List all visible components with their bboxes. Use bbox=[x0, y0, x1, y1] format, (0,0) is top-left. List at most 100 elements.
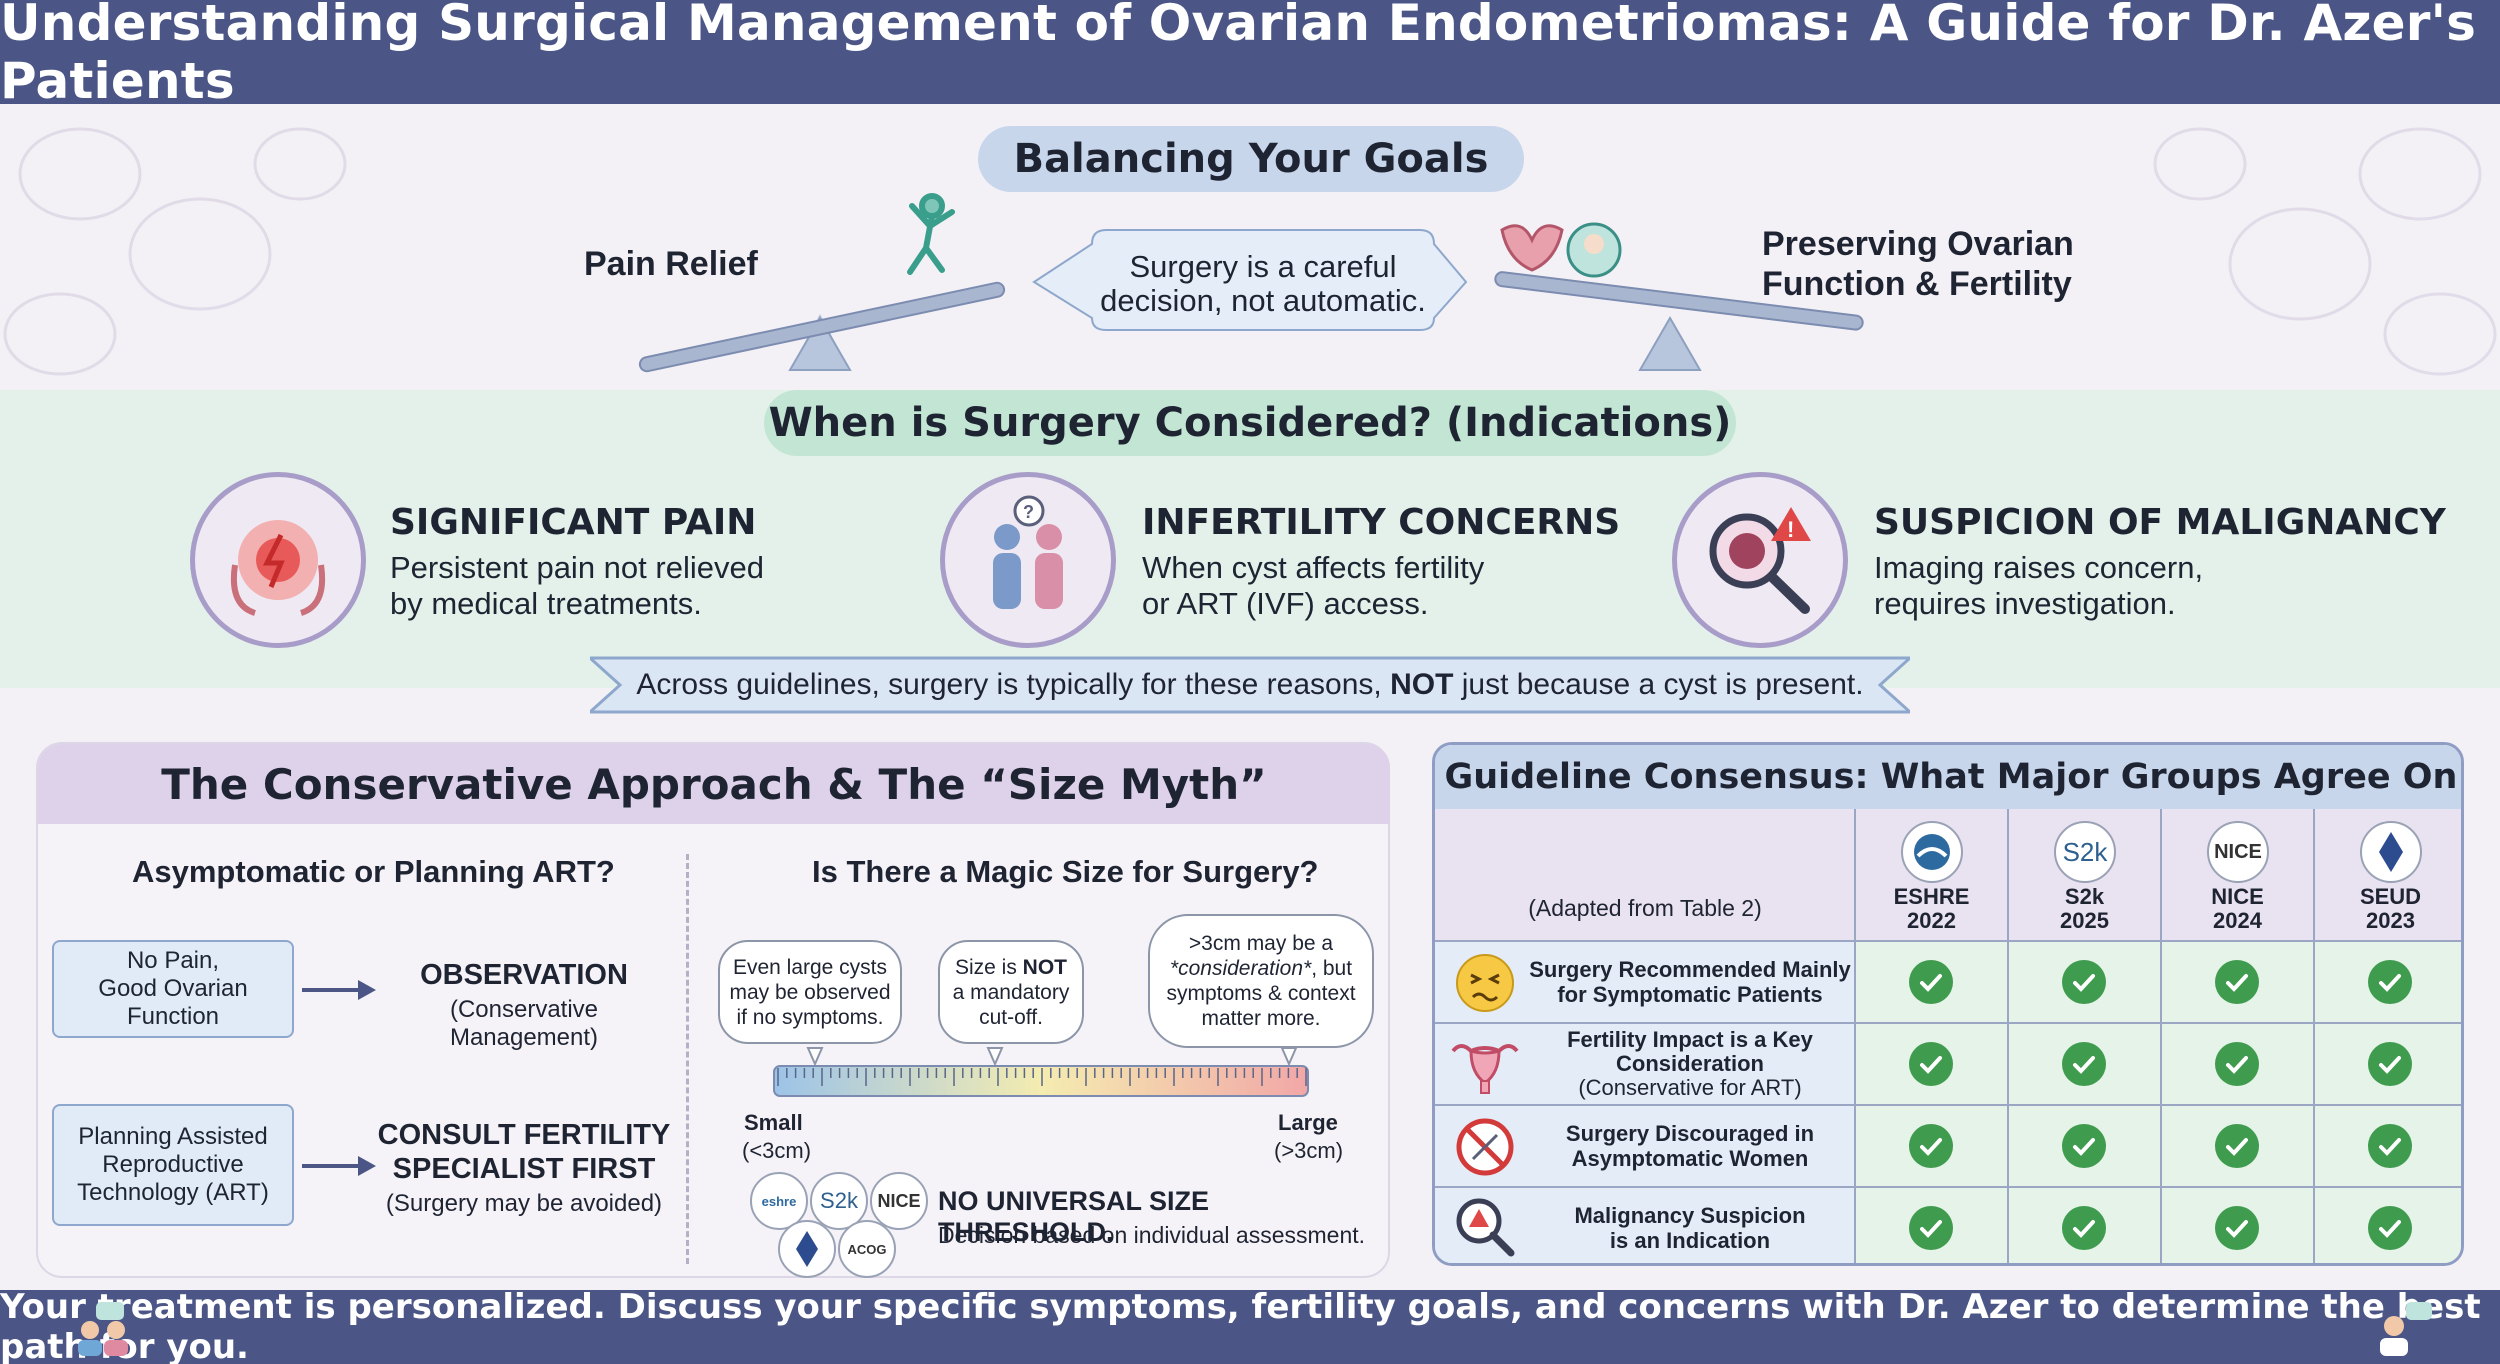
guideline-banner-text: Across guidelines, surgery is typically … bbox=[590, 654, 1910, 716]
arrow-right-icon bbox=[302, 980, 376, 1000]
column-nice-name: NICE bbox=[2211, 884, 2264, 909]
guideline-banner-shape bbox=[590, 656, 1910, 714]
bubble3-line2-italic: *consideration* bbox=[1169, 957, 1312, 980]
column-seud-name: SEUD bbox=[2359, 884, 2422, 909]
banner-text-pre: Across guidelines, surgery is typically … bbox=[636, 668, 1391, 701]
seud-column-logo-icon bbox=[2360, 821, 2422, 883]
column-s2k-name: S2k bbox=[2064, 884, 2105, 909]
uterus-baby-icon bbox=[1496, 216, 1624, 280]
consensus-heading: Guideline Consensus: What Major Groups A… bbox=[1435, 745, 2461, 809]
no-pain-box-line2: Good Ovarian Function bbox=[98, 975, 248, 1030]
column-s2k: S2k 2025 bbox=[2008, 885, 2161, 933]
check-icon bbox=[1909, 1042, 1953, 1086]
row3-line2: is an Indication bbox=[1609, 1228, 1771, 1253]
row0-line2: for Symptomatic Patients bbox=[1557, 982, 1823, 1007]
nice-column-logo-icon: NICE bbox=[2207, 821, 2269, 883]
bubble2-line1-bold: NOT bbox=[1022, 955, 1067, 979]
svg-text:!: ! bbox=[1787, 517, 1794, 542]
check-icon bbox=[2215, 1124, 2259, 1168]
background-cells-decoration bbox=[3, 127, 2497, 376]
column-nice: NICE 2024 bbox=[2161, 885, 2314, 933]
check-icon bbox=[2368, 1042, 2412, 1086]
indication-desc-infertility-line1: When cyst affects fertility bbox=[1142, 550, 1485, 585]
column-seud-year: 2023 bbox=[2366, 908, 2415, 933]
row0-line1: Surgery Recommended Mainly bbox=[1529, 957, 1851, 982]
adapted-note: (Adapted from Table 2) bbox=[1528, 895, 1762, 921]
indications-heading: When is Surgery Considered? (Indications… bbox=[764, 390, 1736, 456]
indication-desc-pain-line2: by medical treatments. bbox=[390, 586, 702, 621]
observation-title: OBSERVATION bbox=[420, 959, 628, 991]
center-decision-text: Surgery is a careful decision, not autom… bbox=[1092, 250, 1434, 318]
check-icon bbox=[2062, 960, 2106, 1004]
check-icon bbox=[2062, 1042, 2106, 1086]
conservative-heading: The Conservative Approach & The “Size My… bbox=[38, 744, 1390, 824]
bubble3-line2: *consideration*, but bbox=[1170, 956, 1352, 981]
row2-line2: Asymptomatic Women bbox=[1571, 1146, 1809, 1171]
row-label-asymptomatic: Surgery Discouraged in Asymptomatic Wome… bbox=[1525, 1105, 1855, 1187]
consult-specialist-title: CONSULT FERTILITY SPECIALIST FIRST bbox=[374, 1118, 674, 1186]
panel-divider bbox=[686, 854, 689, 1264]
nice-logo-icon: NICE bbox=[870, 1172, 928, 1230]
preserving-function-line2: Function & Fertility bbox=[1762, 265, 2072, 303]
check-icon bbox=[2368, 1124, 2412, 1168]
conservative-approach-panel: The Conservative Approach & The “Size My… bbox=[36, 742, 1390, 1278]
person-celebrate-icon bbox=[900, 190, 960, 280]
bubble-large-cysts: Even large cysts may be observed if no s… bbox=[718, 940, 902, 1044]
bubble3-line4: matter more. bbox=[1201, 1007, 1321, 1030]
column-eshre-name: ESHRE bbox=[1893, 884, 1970, 909]
column-s2k-year: 2025 bbox=[2060, 908, 2109, 933]
pain-relief-label: Pain Relief bbox=[584, 245, 758, 283]
footer-bar: Your treatment is personalized. Discuss … bbox=[0, 1287, 2500, 1364]
row-label-malignancy: Malignancy Suspicion is an Indication bbox=[1525, 1187, 1855, 1263]
scale-small-label: Small bbox=[744, 1110, 803, 1135]
bubble1-line1: Even large cysts bbox=[732, 955, 888, 979]
indication-title-pain: SIGNIFICANT PAIN bbox=[390, 502, 757, 543]
check-icon bbox=[2062, 1206, 2106, 1250]
planning-art-line2: Reproductive bbox=[102, 1151, 244, 1178]
size-ruler-scale bbox=[773, 1047, 1309, 1097]
row2-line1: Surgery Discouraged in bbox=[1565, 1121, 1815, 1146]
asymptomatic-heading: Asymptomatic or Planning ART? bbox=[132, 854, 615, 889]
preserving-function-label: Preserving Ovarian Function & Fertility bbox=[1762, 224, 2074, 304]
page-title: Understanding Surgical Management of Ova… bbox=[0, 0, 2477, 110]
pelvis-pain-icon bbox=[231, 520, 325, 616]
bubble-consideration: >3cm may be a *consideration*, but sympt… bbox=[1148, 914, 1374, 1048]
check-icon bbox=[2368, 1206, 2412, 1250]
indication-desc-pain: Persistent pain not relieved by medical … bbox=[390, 550, 764, 622]
s2k-column-logo-icon: S2k bbox=[2054, 821, 2116, 883]
column-eshre-year: 2022 bbox=[1907, 908, 1956, 933]
row-label-fertility: Fertility Impact is a Key Consideration … bbox=[1525, 1023, 1855, 1105]
scale-large-label: Large bbox=[1278, 1110, 1338, 1135]
check-icon bbox=[1909, 1124, 1953, 1168]
indication-desc-malignancy: Imaging raises concern, requires investi… bbox=[1874, 550, 2203, 622]
observation-sub: (Conservative Management) bbox=[449, 996, 599, 1051]
bubble3-line1: >3cm may be a bbox=[1188, 932, 1334, 955]
column-seud: SEUD 2023 bbox=[2314, 884, 2461, 933]
bubble-not-cutoff: Size is NOT a mandatory cut-off. bbox=[938, 940, 1084, 1044]
svg-text:?: ? bbox=[1023, 502, 1034, 522]
arrow-right-icon bbox=[302, 1156, 376, 1176]
indication-desc-pain-line1: Persistent pain not relieved bbox=[390, 550, 764, 585]
bubble3-line3: symptoms & context bbox=[1166, 982, 1356, 1005]
no-pain-box-line1: No Pain, bbox=[126, 947, 220, 974]
pain-face-icon bbox=[1456, 954, 1514, 1012]
consult-line2: SPECIALIST FIRST bbox=[392, 1153, 656, 1185]
bubble1-line3: if no symptoms. bbox=[736, 1005, 884, 1029]
acog-logo-icon: ACOG bbox=[838, 1220, 896, 1278]
pain-icon-circle bbox=[190, 472, 366, 648]
check-icon bbox=[2215, 960, 2259, 1004]
no-threshold-sub: Decision based on individual assessment. bbox=[938, 1222, 1366, 1248]
header-bar: Understanding Surgical Management of Ova… bbox=[0, 0, 2500, 110]
row3-line1: Malignancy Suspicion bbox=[1574, 1203, 1806, 1228]
malignancy-icon-circle: ! bbox=[1672, 472, 1848, 648]
banner-text-bold: NOT bbox=[1390, 668, 1454, 701]
seud-logo-icon bbox=[778, 1220, 836, 1278]
check-icon bbox=[2368, 960, 2412, 1004]
balancing-goals-heading: Balancing Your Goals bbox=[978, 126, 1524, 192]
bubble2-line1: Size is NOT bbox=[955, 955, 1067, 980]
planning-art-line3: Technology (ART) bbox=[77, 1179, 269, 1206]
indication-title-malignancy: SUSPICION OF MALIGNANCY bbox=[1874, 502, 2446, 543]
center-text-line1: Surgery is a careful bbox=[1129, 249, 1397, 284]
magic-size-heading: Is There a Magic Size for Surgery? bbox=[812, 854, 1319, 889]
bubble2-line1-text: Size is bbox=[954, 955, 1023, 979]
